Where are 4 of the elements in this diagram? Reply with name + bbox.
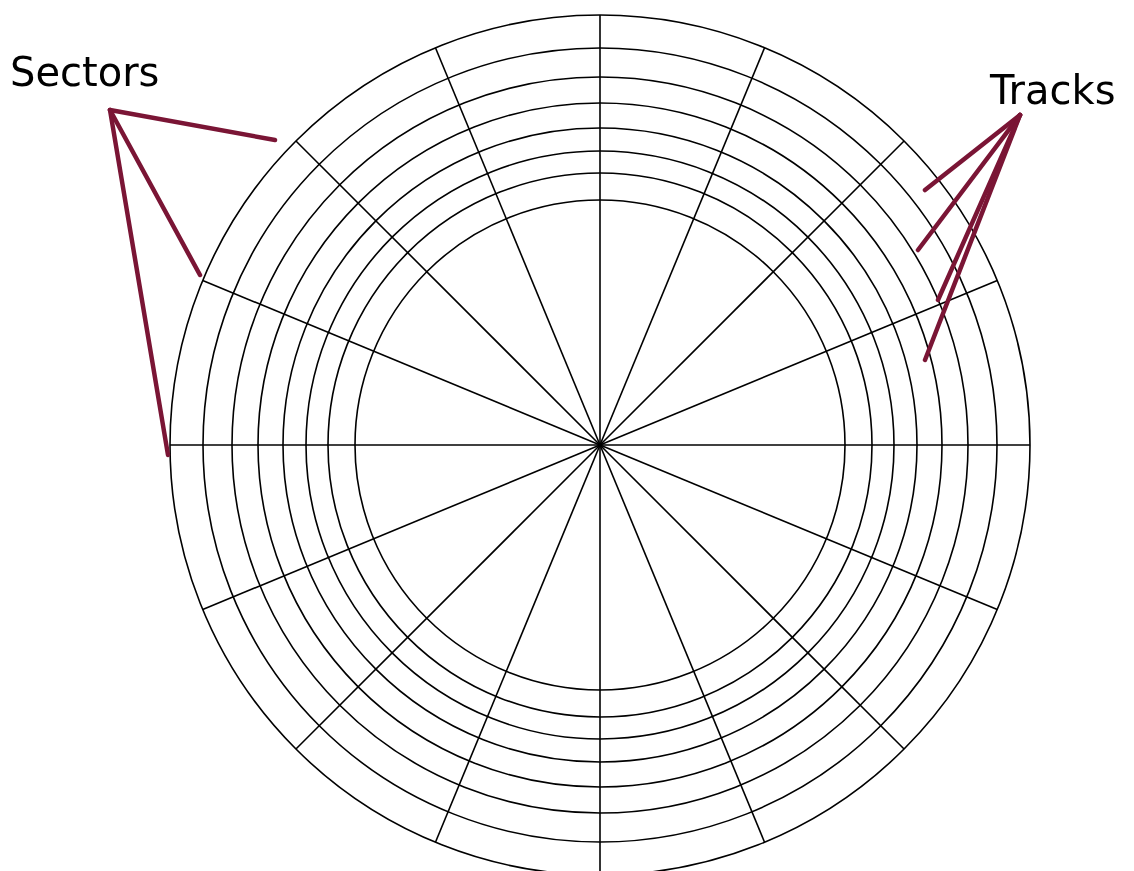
leader-line bbox=[107, 107, 171, 458]
callout-label: Tracks bbox=[990, 70, 1116, 110]
leader-line bbox=[922, 112, 1023, 363]
callout-label: Sectors bbox=[10, 52, 160, 92]
